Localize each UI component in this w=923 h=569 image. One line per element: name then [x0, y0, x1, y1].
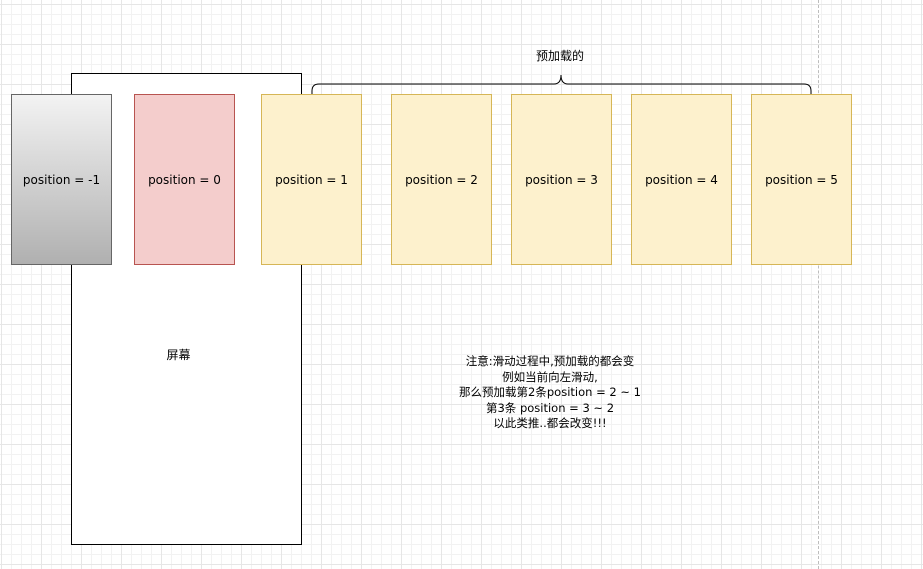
card-label: position = 4 [645, 172, 718, 187]
card-position-minus-1[interactable]: position = -1 [11, 94, 112, 265]
note-line: 注意:滑动过程中,预加载的都会变 [465, 354, 635, 368]
card-label: position = 5 [765, 172, 838, 187]
card-position-1[interactable]: position = 1 [261, 94, 362, 265]
note-text: 注意:滑动过程中,预加载的都会变 例如当前向左滑动, 那么预加载第2条posit… [430, 354, 670, 432]
card-label: position = -1 [22, 172, 101, 187]
note-line: 那么预加载第2条position = 2 ~ 1 [459, 385, 641, 399]
dashed-guide-line [818, 0, 819, 569]
card-label: position = 2 [405, 172, 478, 187]
card-label: position = 0 [148, 172, 221, 187]
card-position-4[interactable]: position = 4 [631, 94, 732, 265]
card-position-2[interactable]: position = 2 [391, 94, 492, 265]
screen-label: 屏幕 [166, 348, 191, 362]
brace-label: 预加载的 [535, 49, 584, 63]
note-line: 第3条 position = 3 ~ 2 [485, 400, 615, 415]
card-label: position = 1 [275, 172, 348, 187]
card-position-5[interactable]: position = 5 [751, 94, 852, 265]
card-position-0[interactable]: position = 0 [134, 94, 235, 265]
card-position-3[interactable]: position = 3 [511, 94, 612, 265]
note-line: 以此类推..都会改变!!! [493, 416, 607, 430]
note-line: 例如当前向左滑动, [502, 369, 598, 384]
card-label: position = 3 [525, 172, 598, 187]
